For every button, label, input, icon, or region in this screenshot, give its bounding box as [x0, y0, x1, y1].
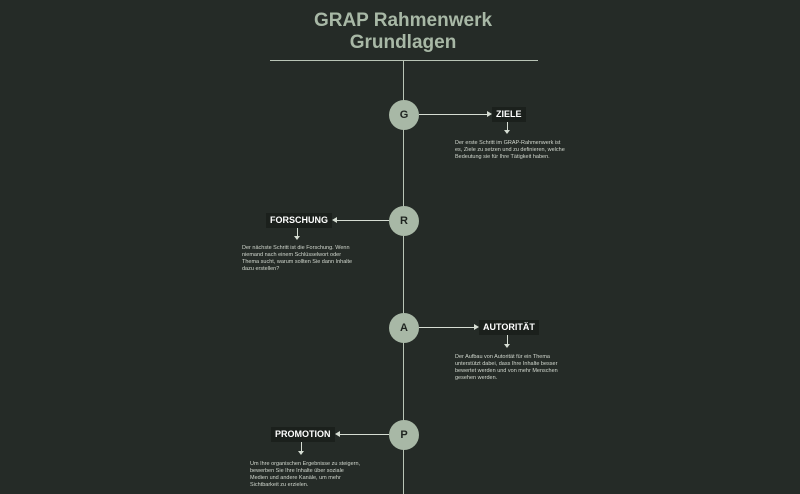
arrow-r: [332, 217, 337, 223]
arrow-p: [335, 431, 340, 437]
desc-connector-r: [297, 228, 298, 236]
label-forschung: FORSCHUNG: [266, 213, 332, 228]
title-divider: [270, 60, 538, 61]
diagram-title: GRAP Rahmenwerk Grundlagen: [270, 10, 536, 54]
label-promotion: PROMOTION: [271, 427, 335, 442]
arrow-g: [487, 111, 492, 117]
node-g: G: [389, 100, 419, 130]
desc-arrow-a: [504, 344, 510, 348]
arrow-a: [474, 324, 479, 330]
label-autoritaet: AUTORITÄT: [479, 320, 539, 335]
desc-connector-a: [507, 335, 508, 344]
node-a: A: [389, 313, 419, 343]
description-forschung: Der nächste Schritt ist die Forschung. W…: [242, 245, 353, 272]
title-line-1: GRAP Rahmenwerk: [313, 10, 493, 31]
desc-connector-g: [507, 122, 508, 130]
description-promotion: Um Ihre organischen Ergebnisse zu steige…: [250, 461, 361, 488]
desc-arrow-r: [294, 236, 300, 240]
desc-connector-p: [301, 442, 302, 451]
desc-arrow-p: [298, 451, 304, 455]
connector-a: [419, 327, 475, 328]
node-p: P: [389, 420, 419, 450]
connector-p: [340, 434, 389, 435]
description-autoritaet: Der Aufbau von Autorität für ein Thema u…: [455, 354, 558, 381]
desc-arrow-g: [504, 130, 510, 134]
label-ziele: ZIELE: [492, 107, 526, 122]
connector-g: [419, 114, 488, 115]
timeline-spine: [403, 60, 404, 494]
title-line-2: Grundlagen: [349, 32, 457, 53]
node-r: R: [389, 206, 419, 236]
connector-r: [337, 220, 389, 221]
description-ziele: Der erste Schritt im GRAP-Rahmenwerk ist…: [455, 140, 565, 160]
